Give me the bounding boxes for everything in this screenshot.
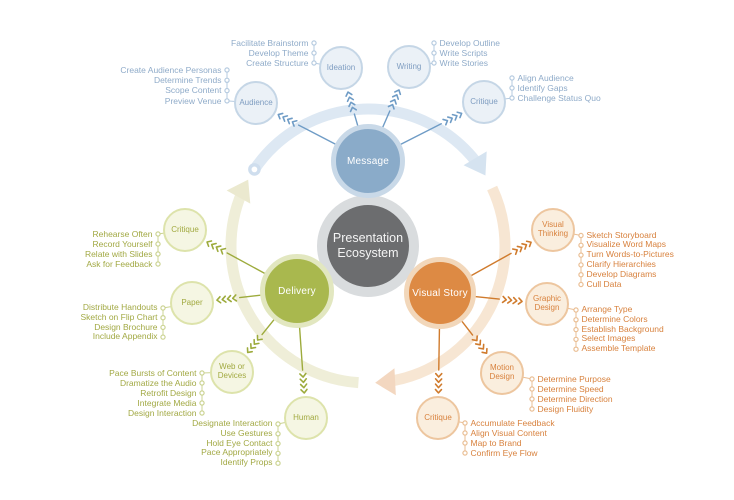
web-or-devices-item-list: Pace Bursts of Content Dramatize the Aud… — [109, 368, 196, 418]
list-item: Relate with Slides — [84, 249, 153, 259]
list-item: Visualize Word Maps — [586, 239, 667, 250]
list-item: Retrofit Design — [140, 388, 197, 398]
node-ideation: Ideation — [319, 46, 363, 90]
node-label: Motion Design — [489, 363, 515, 381]
list-item: Distribute Handouts — [82, 302, 158, 313]
node-label: Critique — [424, 412, 452, 422]
visual-thinking-item-list: Sketch Storyboard Visualize Word Maps Tu… — [586, 229, 674, 290]
node-writing: Writing — [387, 45, 431, 89]
list-item: Determine Direction — [537, 394, 613, 404]
node-label: Critique — [171, 224, 199, 234]
node-label: Audience — [239, 97, 273, 107]
list-item: Dramatize the Audio — [119, 378, 197, 388]
list-item: Identify Props — [220, 457, 273, 468]
audience-item-list: Create Audience Personas Determine Trend… — [120, 65, 221, 106]
list-item: Write Stories — [439, 58, 489, 68]
node-label: Visual Thinking — [537, 220, 569, 238]
list-item: Develop Diagrams — [586, 268, 657, 279]
motion-design-item-list: Determine Purpose Determine Speed Determ… — [538, 374, 613, 414]
list-item: Determine Colors — [581, 313, 648, 324]
human-item-list: Designate Interaction Use Gestures Hold … — [192, 418, 273, 468]
list-item: Designate Interaction — [192, 418, 273, 429]
critique-visual-item-list: Accumulate Feedback Align Visual Content… — [471, 418, 555, 458]
writing-item-list: Develop Outline Write Scripts Write Stor… — [440, 38, 500, 68]
node-label: Human — [293, 412, 319, 422]
node-critique-visual: Critique — [416, 396, 460, 440]
node-label: Paper — [181, 297, 203, 307]
node-web-or-devices: Web or Devices — [210, 350, 254, 394]
node-label: Ideation — [326, 62, 356, 72]
list-item: Align Visual Content — [470, 428, 547, 438]
list-item: Cull Data — [586, 278, 622, 289]
hub-message: Message — [331, 124, 405, 198]
list-item: Align Audience — [517, 73, 574, 83]
hub-visual-story: Visual Story — [404, 257, 476, 329]
ideation-item-list: Facilitate Brainstorm Develop Theme Crea… — [231, 38, 308, 68]
node-visual-thinking: Visual Thinking — [531, 208, 575, 252]
list-item: Accumulate Feedback — [470, 418, 555, 428]
paper-item-list: Distribute Handouts Sketch on Flip Chart… — [80, 302, 158, 342]
list-item: Design Fluidity — [537, 404, 594, 414]
list-item: Design Interaction — [127, 408, 197, 418]
list-item: Include Appendix — [92, 331, 158, 342]
list-item: Create Audience Personas — [120, 64, 222, 75]
list-item: Establish Background — [581, 323, 664, 334]
list-item: Determine Speed — [537, 384, 604, 394]
list-item: Design Brochure — [94, 321, 158, 332]
node-graphic-design: Graphic Design — [525, 282, 569, 326]
list-item: Develop Theme — [248, 48, 309, 58]
list-item: Challenge Status Quo — [517, 93, 601, 103]
hub-delivery: Delivery — [260, 254, 334, 328]
graphic-design-item-list: Arrange Type Determine Colors Establish … — [581, 304, 664, 354]
list-item: Map to Brand — [470, 438, 522, 448]
list-item: Sketch Storyboard — [586, 229, 657, 240]
center-node: Presentation Ecosystem — [317, 195, 419, 297]
list-item: Clarify Hierarchies — [586, 258, 656, 269]
list-item: Determine Purpose — [537, 374, 611, 384]
diagram-title: Presentation Ecosystem — [332, 231, 404, 260]
list-item: Confirm Eye Flow — [470, 448, 538, 458]
node-paper: Paper — [170, 281, 214, 325]
list-item: Create Structure — [246, 58, 309, 68]
list-item: Pace Appropriately — [201, 447, 273, 458]
list-item: Use Gestures — [220, 427, 273, 438]
list-item: Develop Outline — [439, 38, 500, 48]
list-item: Rehearse Often — [92, 229, 153, 239]
list-item: Integrate Media — [137, 398, 197, 408]
list-item: Ask for Feedback — [86, 259, 153, 269]
list-item: Record Yourself — [92, 239, 153, 249]
node-label: Web or Devices — [217, 362, 247, 380]
list-item: Scope Content — [165, 85, 222, 96]
list-item: Determine Trends — [153, 75, 222, 86]
node-human: Human — [284, 396, 328, 440]
node-label: Graphic Design — [532, 294, 561, 312]
list-item: Turn Words-to-Pictures — [586, 249, 674, 260]
list-item: Hold Eye Contact — [206, 437, 273, 448]
list-item: Preview Venue — [164, 95, 222, 106]
node-audience: Audience — [234, 81, 278, 125]
node-label: Writing — [396, 61, 422, 71]
critique-message-item-list: Align Audience Identify Gaps Challenge S… — [518, 73, 601, 103]
list-item: Arrange Type — [581, 304, 633, 315]
critique-delivery-item-list: Rehearse Often Record Yourself Relate wi… — [85, 229, 153, 269]
hub-label: Message — [347, 155, 389, 167]
list-item: Identify Gaps — [517, 83, 568, 93]
node-motion-design: Motion Design — [480, 351, 524, 395]
node-label: Critique — [470, 96, 498, 106]
list-item: Sketch on Flip Chart — [80, 311, 158, 322]
node-critique-message: Critique — [462, 80, 506, 124]
list-item: Pace Bursts of Content — [109, 368, 197, 378]
list-item: Write Scripts — [439, 48, 488, 58]
hub-label: Visual Story — [412, 287, 468, 299]
list-item: Select Images — [581, 333, 636, 344]
node-critique-delivery: Critique — [163, 208, 207, 252]
list-item: Assemble Template — [581, 343, 656, 354]
list-item: Facilitate Brainstorm — [231, 38, 309, 48]
hub-label: Delivery — [278, 285, 316, 297]
